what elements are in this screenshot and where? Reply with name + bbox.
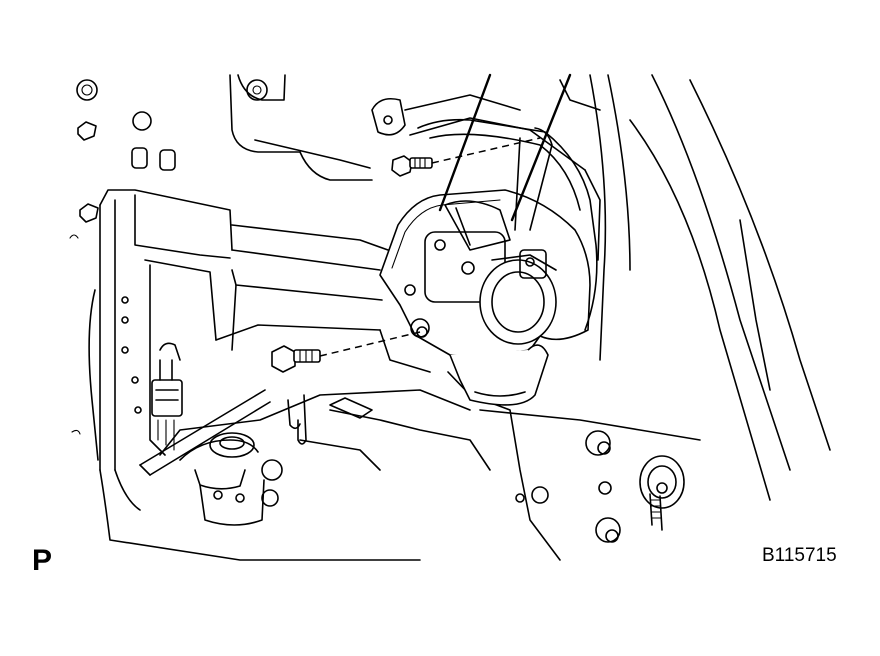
- lower-bolt: [271, 345, 321, 373]
- view-letter-label: P: [32, 544, 53, 577]
- upper-bolt: [391, 155, 433, 177]
- figure-id-label: B115715: [762, 545, 837, 566]
- lower-bolt-guide-line: [319, 331, 421, 357]
- retractor-assembly: [379, 73, 598, 406]
- upper-bolt-guide-line: [431, 137, 541, 164]
- body-panel: [69, 74, 831, 561]
